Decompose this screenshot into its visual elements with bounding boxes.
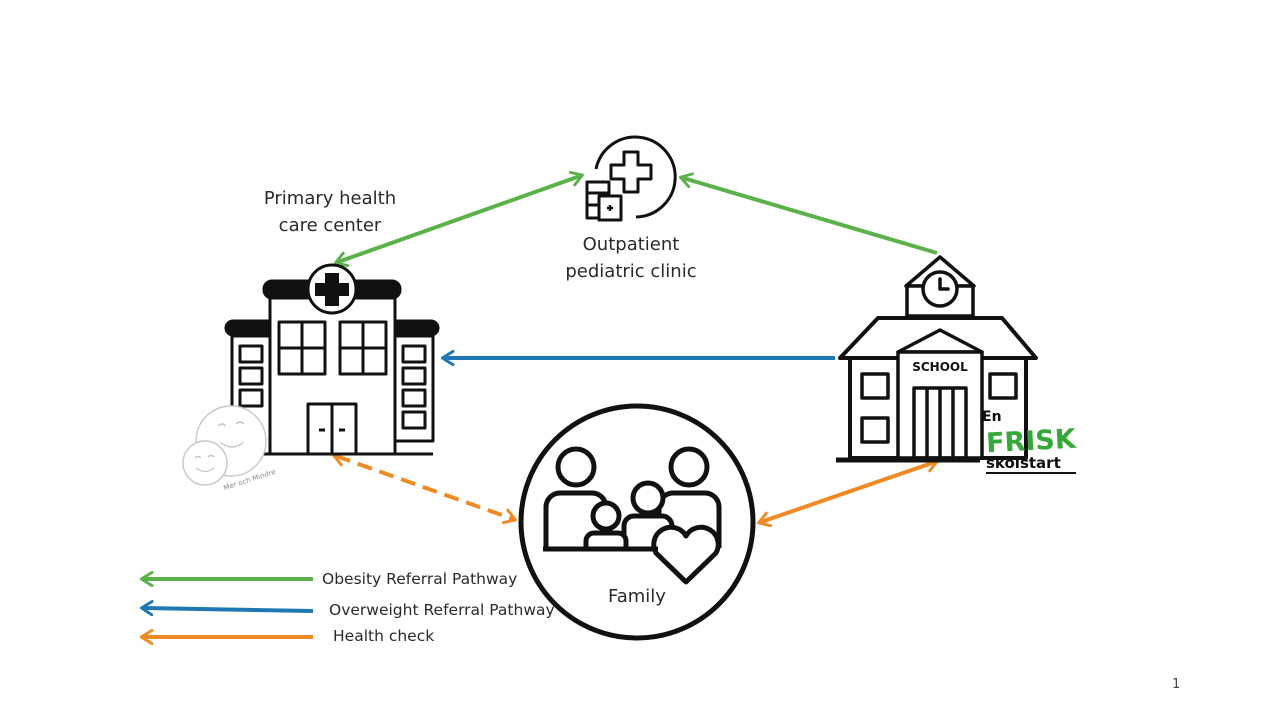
outpatient-clinic-label: Outpatient pediatric clinic <box>540 231 722 285</box>
mer-och-mindre-logo: Mer och Mindre <box>182 405 277 492</box>
outpatient-clinic-label-line1: Outpatient <box>582 234 680 255</box>
en-frisk-line3: skolstart <box>986 454 1061 472</box>
legend-health-check-label: Health check <box>333 627 435 645</box>
hospital-icon <box>224 263 440 456</box>
health-check-arrow-school-family <box>761 462 935 522</box>
primary-care-label-line2: care center <box>278 215 382 236</box>
obesity-arrow-primary-outpatient <box>338 176 580 262</box>
family-label: Family <box>608 586 666 607</box>
page-number: 1 <box>1172 677 1181 692</box>
legend-overweight-arrow <box>144 608 314 611</box>
outpatient-clinic-icon <box>585 135 677 222</box>
primary-care-label: Primary health care center <box>240 185 420 239</box>
primary-care-label-line1: Primary health <box>263 188 397 209</box>
obesity-arrow-school-outpatient <box>683 178 938 255</box>
family-icon <box>518 403 756 641</box>
legend-overweight-label: Overweight Referral Pathway <box>329 601 555 619</box>
en-frisk-skolstart-logo: En FRISK skolstart <box>982 409 1078 474</box>
school-icon: SCHOOL <box>836 255 1038 463</box>
en-frisk-line1: En <box>982 409 1002 425</box>
outpatient-clinic-label-line2: pediatric clinic <box>565 261 697 282</box>
health-check-arrow-primary-family <box>336 456 513 519</box>
en-frisk-line2: FRISK <box>985 424 1077 460</box>
legend-obesity-label: Obesity Referral Pathway <box>322 570 518 588</box>
school-sign: SCHOOL <box>912 360 968 374</box>
